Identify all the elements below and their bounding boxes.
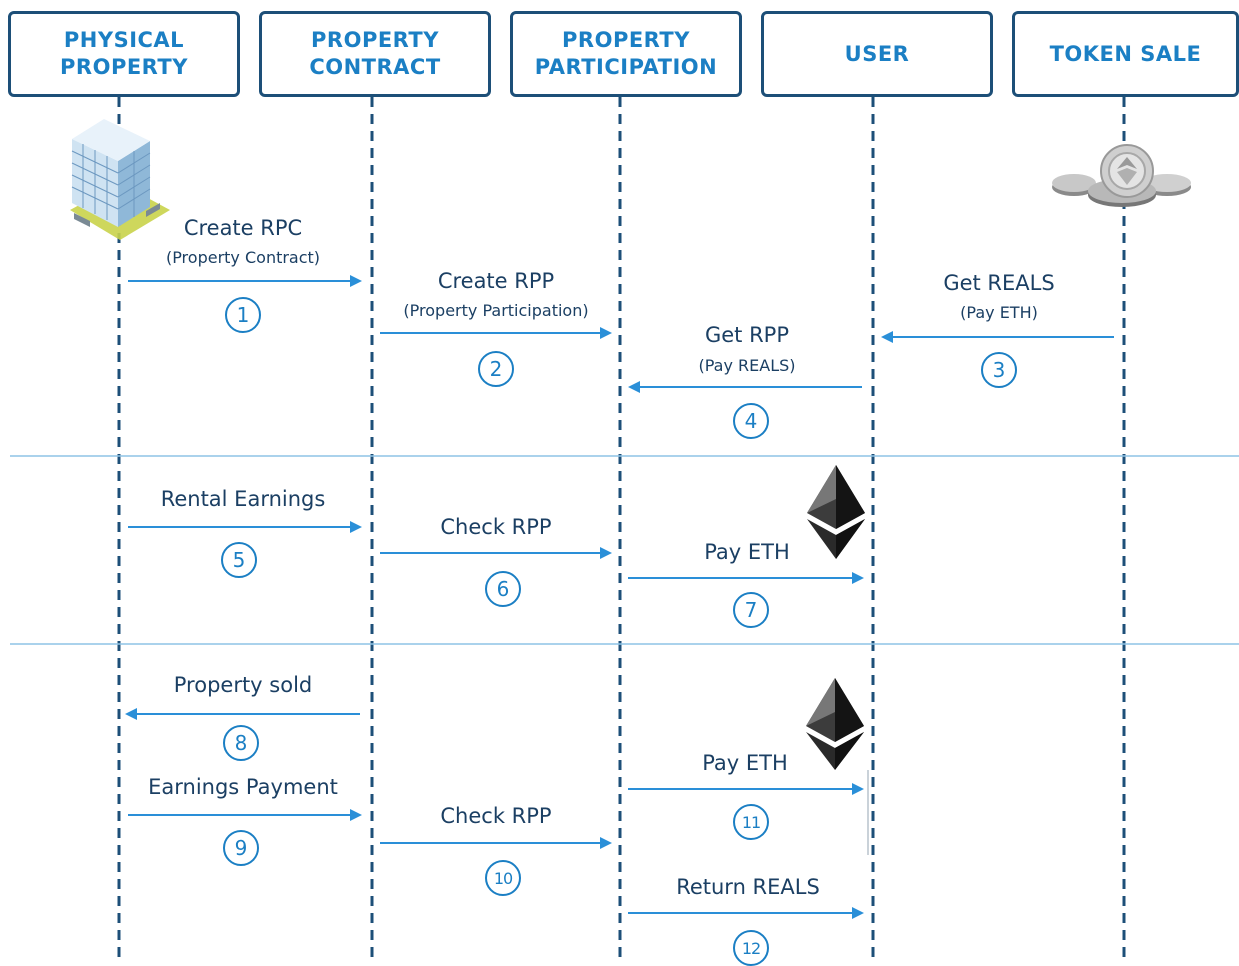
step-2-sublabel: (Property Participation) <box>403 301 589 320</box>
step-9-number: 9 <box>223 830 259 866</box>
step-10-number: 10 <box>485 860 521 896</box>
lane-header-physical-property: PHYSICAL PROPERTY <box>8 11 240 97</box>
step-11-label: Pay ETH <box>702 751 788 775</box>
lane-header-property-participation: PROPERTY PARTICIPATION <box>510 11 742 97</box>
lane-header-label: PROPERTY CONTRACT <box>309 28 441 79</box>
step-5-label: Rental Earnings <box>160 487 326 511</box>
lane-header-label: PHYSICAL PROPERTY <box>60 28 188 79</box>
step-10-label: Check RPP <box>440 804 552 828</box>
lane-header-property-contract: PROPERTY CONTRACT <box>259 11 491 97</box>
step-7-number: 7 <box>733 592 769 628</box>
building-icon <box>70 119 170 240</box>
step-6-number: 6 <box>485 571 521 607</box>
step-2-number: 2 <box>478 351 514 387</box>
step-1-label: Create RPC <box>183 216 303 240</box>
lane-header-label: TOKEN SALE <box>1049 41 1202 66</box>
step-12-number: 12 <box>733 930 769 966</box>
step-3-number: 3 <box>981 352 1017 388</box>
step-12-label: Return REALS <box>676 875 820 899</box>
step-3-label: Get REALS <box>943 271 1055 295</box>
ethereum-icon <box>806 678 864 770</box>
step-7-label: Pay ETH <box>704 540 790 564</box>
lane-header-token-sale: TOKEN SALE <box>1012 11 1239 97</box>
lane-header-label: PROPERTY PARTICIPATION <box>534 28 718 79</box>
step-9-label: Earnings Payment <box>148 775 338 799</box>
ethereum-icon <box>807 465 865 559</box>
step-8-number: 8 <box>223 725 259 761</box>
step-5-number: 5 <box>221 542 257 578</box>
step-1-number: 1 <box>225 297 261 333</box>
lane-header-label: USER <box>844 41 910 66</box>
step-3-sublabel: (Pay ETH) <box>960 303 1038 322</box>
step-2-label: Create RPP <box>437 269 555 293</box>
step-4-number: 4 <box>733 403 769 439</box>
step-4-label: Get RPP <box>704 323 790 347</box>
step-4-sublabel: (Pay REALS) <box>698 356 796 375</box>
coins-icon <box>1052 144 1191 207</box>
step-8-label: Property sold <box>173 673 313 697</box>
step-6-label: Check RPP <box>440 515 552 539</box>
lane-header-user: USER <box>761 11 993 97</box>
step-1-sublabel: (Property Contract) <box>165 248 321 267</box>
step-11-number: 11 <box>733 804 769 840</box>
